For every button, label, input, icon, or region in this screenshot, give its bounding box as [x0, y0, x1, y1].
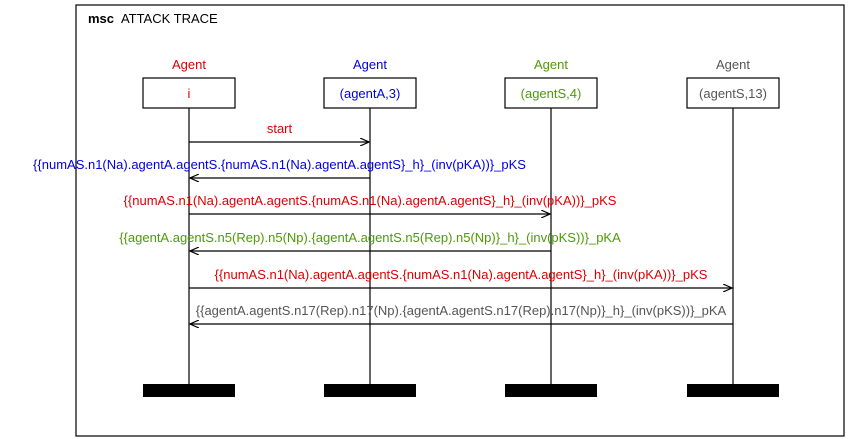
- lifeline-agent-1: Agent (agentA,3): [323, 57, 417, 397]
- message-label: {{agentA.agentS.n17(Rep).n17(Np).{agentA…: [196, 303, 727, 318]
- message-label: {{numAS.n1(Na).agentA.agentS.{numAS.n1(N…: [215, 267, 708, 282]
- agent-role-label: Agent: [172, 57, 206, 72]
- message-2: {{numAS.n1(Na).agentA.agentS.{numAS.n1(N…: [124, 193, 617, 214]
- lifeline-agent-0: Agent i: [142, 57, 236, 397]
- message-label: start: [267, 121, 293, 136]
- agent-name-label: (agentA,3): [340, 86, 401, 101]
- messages: start {{numAS.n1(Na).agentA.agentS.{numAS…: [33, 121, 733, 324]
- lifeline-end-bar: [324, 384, 416, 397]
- frame-title: msc ATTACK TRACE: [88, 11, 218, 26]
- agent-role-label: Agent: [353, 57, 387, 72]
- lifeline-agent-3: Agent (agentS,13): [686, 57, 780, 397]
- lifeline-end-bar: [143, 384, 235, 397]
- message-label: {{numAS.n1(Na).agentA.agentS.{numAS.n1(N…: [124, 193, 617, 208]
- message-0: start: [189, 121, 369, 142]
- agent-role-label: Agent: [716, 57, 750, 72]
- agent-role-label: Agent: [534, 57, 568, 72]
- agent-name-label: (agentS,4): [521, 86, 582, 101]
- lifeline-end-bar: [505, 384, 597, 397]
- agent-box: [323, 77, 417, 109]
- message-label: {{numAS.n1(Na).agentA.agentS.{numAS.n1(N…: [33, 157, 526, 172]
- message-label: {{agentA.agentS.n5(Rep).n5(Np).{agentA.a…: [119, 230, 621, 245]
- agent-name-label: (agentS,13): [699, 86, 767, 101]
- message-4: {{numAS.n1(Na).agentA.agentS.{numAS.n1(N…: [189, 267, 732, 288]
- frame-keyword: msc: [88, 11, 114, 26]
- msc-frame: [75, 4, 845, 437]
- message-1: {{numAS.n1(Na).agentA.agentS.{numAS.n1(N…: [33, 157, 526, 178]
- message-5: {{agentA.agentS.n17(Rep).n17(Np).{agentA…: [190, 303, 733, 324]
- agent-name-label: i: [188, 86, 191, 101]
- lifeline-agent-2: Agent (agentS,4): [504, 57, 598, 397]
- lifeline-end-bar: [687, 384, 779, 397]
- message-3: {{agentA.agentS.n5(Rep).n5(Np).{agentA.a…: [119, 230, 621, 251]
- frame-title-text: ATTACK TRACE: [121, 11, 218, 26]
- lifelines: AgentiAgent(agentA,3)Agent(agentS,4)Agen…: [142, 57, 780, 397]
- agent-box: [504, 77, 598, 109]
